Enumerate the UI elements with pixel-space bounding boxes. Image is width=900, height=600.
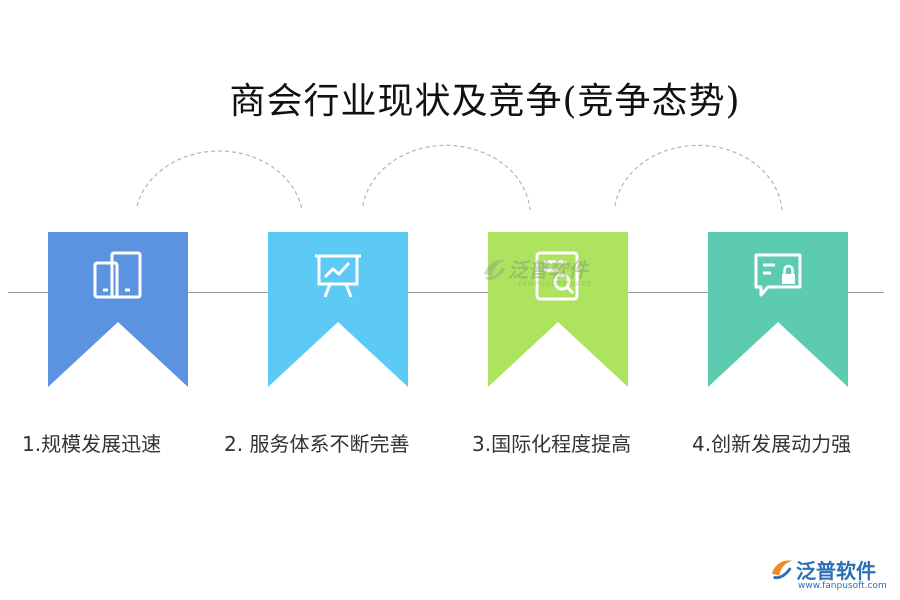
step-label-4: 4.创新发展动力强 [692, 432, 852, 456]
presentation-chart-icon [315, 254, 361, 298]
banner-1-shape [48, 232, 188, 387]
step-label-3: 3.国际化程度提高 [472, 432, 632, 456]
connector-arc-2 [362, 144, 531, 211]
brand-name: 泛普软件 [796, 559, 876, 583]
timeline-line [8, 292, 884, 293]
watermark-text: 泛普软件 [508, 258, 588, 282]
banner-1 [48, 232, 188, 387]
step-label-2: 2. 服务体系不断完善 [224, 432, 410, 456]
banner-2-shape [268, 232, 408, 387]
banner-2 [268, 232, 408, 387]
chat-lock-icon [754, 253, 802, 297]
watermark: 泛普软件 FANPUSOFTWARE [478, 248, 618, 318]
banner-3-shape [488, 232, 628, 387]
brand-logo: 泛普软件 www.fanpusoft.com [768, 553, 898, 599]
step-label-1: 1.规模发展迅速 [22, 432, 162, 456]
connector-arc-1 [136, 150, 303, 211]
mobile-devices-icon [93, 251, 142, 299]
banner-4-shape [708, 232, 848, 387]
brand-url: www.fanpusoft.com [798, 581, 887, 591]
connector-arc-3 [614, 144, 783, 211]
page-title: 商会行业现状及竞争(竞争态势) [229, 81, 741, 122]
banner-3 [488, 232, 628, 387]
watermark-logo-icon [484, 259, 506, 280]
watermark-subtext: FANPUSOFTWARE [518, 280, 593, 288]
banner-4 [708, 232, 848, 387]
brand-logo-icon [771, 560, 793, 580]
document-search-icon [535, 251, 579, 301]
